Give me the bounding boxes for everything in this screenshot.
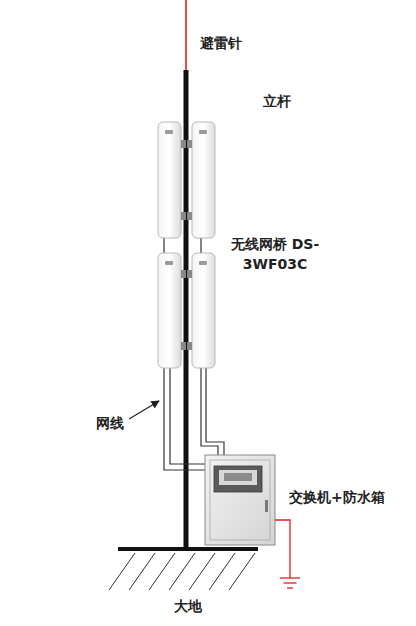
ground-line xyxy=(118,547,258,551)
hatch-stroke xyxy=(169,553,195,590)
hatch-stroke xyxy=(149,553,175,590)
bridge-device xyxy=(187,122,215,238)
waterproof-box xyxy=(205,455,275,545)
box-label: 交换机+防水箱 xyxy=(289,487,385,507)
hatch-stroke xyxy=(189,553,215,590)
lightning-rod xyxy=(185,0,187,72)
hatch-stroke xyxy=(209,553,235,590)
hatch-stroke xyxy=(229,553,255,590)
wireless-bridges xyxy=(158,122,215,368)
hatch-stroke xyxy=(129,553,155,590)
switch-box: 交换机+防水箱 xyxy=(205,455,275,545)
bridge-device xyxy=(158,122,186,238)
cable-label: 网线 xyxy=(96,413,124,433)
leader-arrow xyxy=(129,401,159,419)
part-label: 避雷针 xyxy=(200,33,242,53)
part-label: 大地 xyxy=(174,596,202,616)
device-label: 无线网桥 DS-3WF03C xyxy=(229,234,321,274)
ground-wire xyxy=(275,520,300,588)
bridge-device xyxy=(158,253,186,368)
bridge-device xyxy=(187,253,215,368)
part-label: 立杆 xyxy=(263,91,291,111)
ground-hatching xyxy=(109,553,255,590)
hatch-stroke xyxy=(109,553,135,590)
